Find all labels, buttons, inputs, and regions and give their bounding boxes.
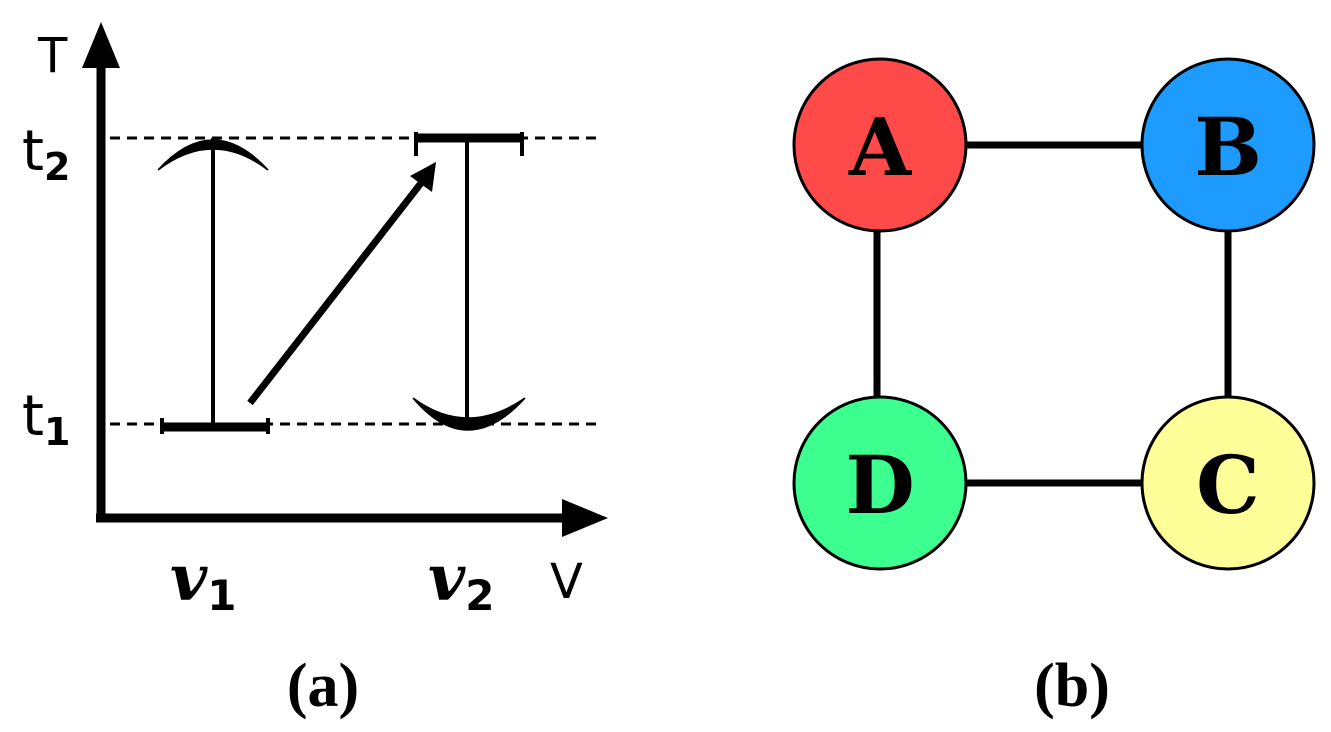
node-c: C [1140,395,1316,571]
v1-tick-label: v1 [170,541,236,620]
v2-tick-label: v2 [428,541,494,620]
panel-b: A B C D (b) [792,57,1316,720]
v1-top-curved-bracket [157,139,269,171]
v2-subscript: 2 [465,571,494,620]
y-axis-label: T [37,28,68,84]
node-a: A [792,57,968,233]
node-c-label: C [1196,438,1260,532]
t2-tick-label: t2 [22,119,70,189]
node-d-circle [792,395,968,571]
panel-b-caption: (b) [1034,652,1110,720]
t1-subscript: 1 [44,410,70,454]
t2-subscript: 2 [44,145,70,189]
v1-base: v [170,541,208,616]
node-b: B [1140,57,1316,233]
t1-base: t [22,384,44,449]
v1-subscript: 1 [207,571,236,620]
transition-arrow [247,174,428,406]
transition-arrowhead [410,162,436,192]
node-b-label: B [1194,100,1262,194]
node-a-label: A [848,100,912,194]
node-d: D [792,395,968,571]
node-a-circle [792,57,968,233]
panel-a-caption: (a) [287,652,359,720]
node-b-circle [1140,57,1316,233]
y-axis-arrowhead [82,22,120,68]
panel-a: T V t2 t1 v1 v2 (a) [22,22,608,720]
node-d-label: D [845,438,914,532]
t2-base: t [22,119,44,184]
v2-base: v [428,541,466,616]
t1-tick-label: t1 [22,384,70,454]
x-axis-label: V [550,554,583,610]
x-axis-arrowhead [562,499,608,537]
node-c-circle [1140,395,1316,571]
v2-bottom-curved-bracket [412,397,526,431]
